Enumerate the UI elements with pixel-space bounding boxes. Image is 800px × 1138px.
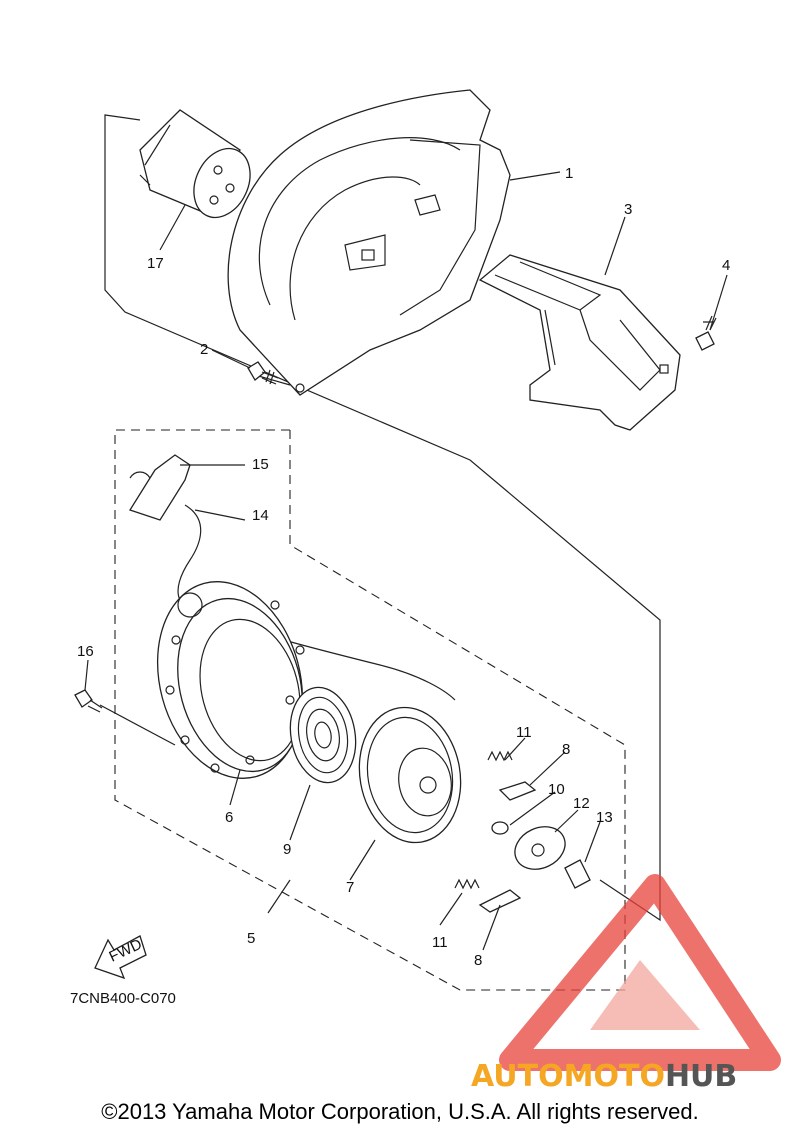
part-6-case: [156, 581, 305, 779]
callout-5: 5: [247, 930, 255, 947]
part-7-pulley: [358, 706, 462, 844]
callout-9: 9: [283, 841, 291, 858]
callout-12: 12: [573, 795, 590, 812]
callout-6: 6: [225, 809, 233, 826]
part-3-guide: [478, 254, 681, 431]
part-2-bolt: [247, 361, 279, 385]
callout-1: 1: [565, 165, 573, 182]
part-8-pawl-upper: [498, 781, 537, 801]
watermark-text: AUTOMOTOHUB: [471, 1059, 737, 1094]
part-4-bolt: [695, 315, 717, 351]
watermark-part2: HUB: [665, 1059, 737, 1094]
watermark-part1: AUTOMOTO: [471, 1059, 665, 1094]
assembly-outline: [114, 429, 626, 991]
part-11-spring-upper: [487, 750, 513, 762]
callout-11-lower: 11: [432, 934, 448, 951]
callout-3: 3: [624, 201, 632, 218]
callout-17: 17: [147, 255, 164, 272]
small-parts: [454, 750, 591, 913]
part-12-plate: [514, 826, 566, 870]
callout-11-upper: 11: [516, 724, 532, 741]
callout-13: 13: [596, 809, 613, 826]
copyright-notice: ©2013 Yamaha Motor Corporation, U.S.A. A…: [101, 1099, 699, 1124]
part-10-washer: [491, 821, 509, 835]
callout-labels: 1 2 3 4 5 6 7 8 8 9 10 11 11 12 13 14 15…: [77, 165, 730, 969]
callout-8-upper: 8: [562, 741, 570, 758]
callout-7: 7: [346, 879, 354, 896]
part-11-spring-lower: [454, 878, 480, 890]
callout-4: 4: [722, 257, 730, 274]
callout-15: 15: [252, 456, 269, 473]
fwd-arrow-icon: FWD: [94, 935, 147, 980]
part-17-cylinder: [139, 109, 251, 219]
callout-16: 16: [77, 643, 94, 660]
callout-14: 14: [252, 507, 269, 524]
part-9-spring: [289, 686, 357, 784]
diagram-code: 7CNB400-C070: [70, 990, 176, 1007]
callout-leaders: [84, 171, 728, 951]
callout-8-lower: 8: [474, 952, 482, 969]
part-16-bolt: [74, 689, 103, 713]
automotohub-logo-icon: [499, 874, 781, 1071]
callout-10: 10: [548, 781, 565, 798]
part-8-pawl-lower: [478, 889, 522, 913]
part-1-housing: [227, 89, 511, 396]
part-13-bolt: [564, 859, 591, 889]
callout-2: 2: [200, 341, 208, 358]
